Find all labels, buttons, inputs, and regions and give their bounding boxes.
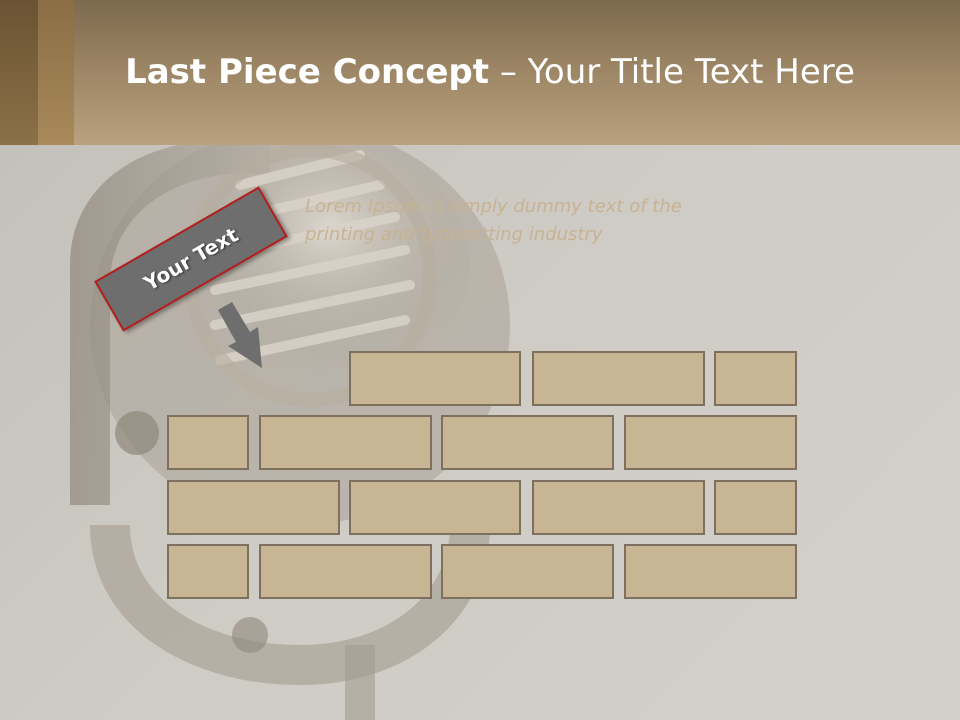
brick-shape[interactable] [349,351,521,406]
brick-shape[interactable] [167,480,340,535]
brick-shape[interactable] [167,415,249,470]
slide-title[interactable]: Last Piece Concept – Your Title Text Her… [0,52,960,92]
brick-shape[interactable] [441,544,614,599]
brick-shape[interactable] [532,351,705,406]
brick-shape[interactable] [624,544,797,599]
brick-shape[interactable] [167,544,249,599]
header-accent-strip-2 [38,0,74,145]
brick-shape[interactable] [259,415,432,470]
brick-shape[interactable] [714,351,797,406]
brick-shape[interactable] [441,415,614,470]
brick-shape[interactable] [259,544,432,599]
title-rest: – Your Title Text Here [499,52,855,92]
title-bold: Last Piece Concept [125,52,490,92]
brick-shape[interactable] [349,480,521,535]
brick-shape[interactable] [714,480,797,535]
slide-header: Last Piece Concept – Your Title Text Her… [0,0,960,145]
brick-shape[interactable] [532,480,705,535]
lorem-text[interactable]: Lorem Ipsum is simply dummy text of the … [305,196,682,245]
header-accent-strip [0,0,38,145]
brick-shape[interactable] [624,415,797,470]
arrow-down-icon [218,302,262,368]
